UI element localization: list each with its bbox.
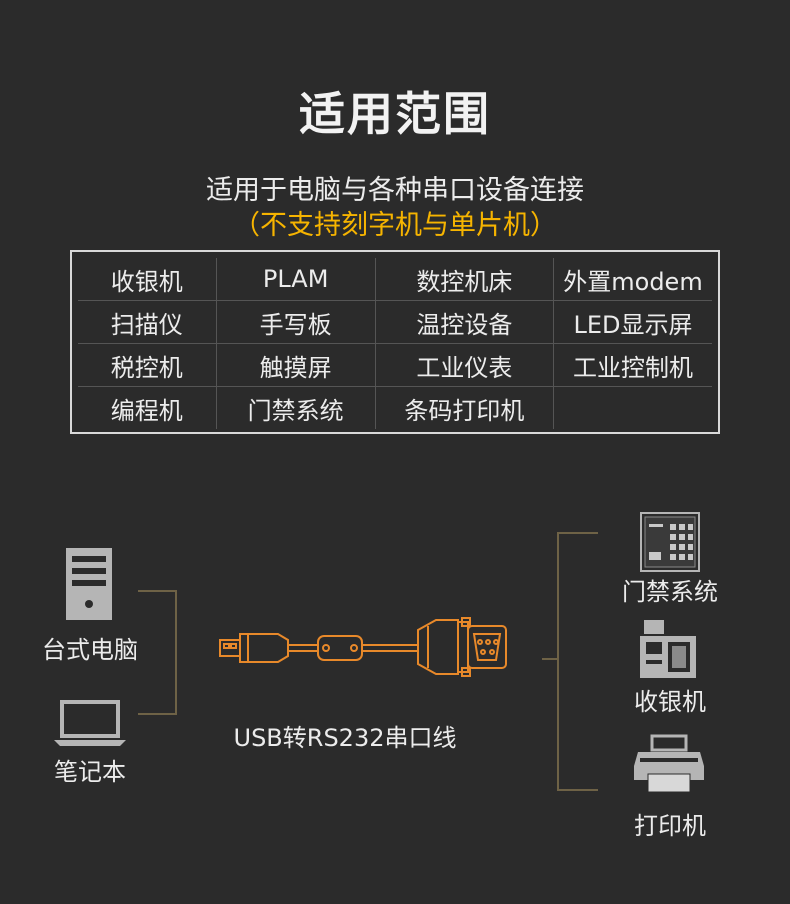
table-row: 税控机 触摸屏 工业仪表 工业控制机 <box>78 343 712 387</box>
table-row: 编程机 门禁系统 条码打印机 <box>78 386 713 430</box>
cash-register-label: 收银机 <box>634 688 706 716</box>
applications-grid: 收银机 PLAM 数控机床 外置modem 扫描仪 手写板 温控设备 LED显示… <box>78 258 712 429</box>
right-bracket-lines <box>542 532 598 791</box>
applications-table: 收银机 PLAM 数控机床 外置modem 扫描仪 手写板 温控设备 LED显示… <box>70 250 720 434</box>
table-cell: 门禁系统 <box>216 386 376 429</box>
laptop-icon <box>54 700 126 746</box>
table-cell: 税控机 <box>78 343 217 387</box>
table-cell: 工业控制机 <box>553 343 712 387</box>
subtitle: 适用于电脑与各种串口设备连接 <box>206 175 584 206</box>
table-cell <box>554 387 713 430</box>
table-cell: LED显示屏 <box>553 300 712 344</box>
laptop-label: 笔记本 <box>54 758 126 786</box>
table-cell: 工业仪表 <box>375 343 555 387</box>
table-row: 收银机 PLAM 数控机床 外置modem <box>78 258 712 301</box>
cable-label: USB转RS232串口线 <box>233 724 457 752</box>
table-cell: 收银机 <box>78 258 217 301</box>
table-cell: 条码打印机 <box>375 386 555 429</box>
desktop-label: 台式电脑 <box>42 636 138 664</box>
left-bracket-lines <box>138 590 177 715</box>
exclusion-note: （不支持刻字机与单片机） <box>233 210 557 241</box>
printer-icon <box>634 734 704 793</box>
access-keypad-icon <box>640 512 700 572</box>
table-cell: 外置modem <box>553 258 712 301</box>
usb-rs232-cable-icon <box>219 617 507 677</box>
table-cell: 手写板 <box>216 300 376 344</box>
table-row: 扫描仪 手写板 温控设备 LED显示屏 <box>78 300 712 344</box>
table-cell: 触摸屏 <box>216 343 376 387</box>
cash-register-icon <box>640 620 696 678</box>
table-cell: 温控设备 <box>375 300 555 344</box>
desktop-tower-icon <box>66 548 112 620</box>
printer-label: 打印机 <box>634 812 706 840</box>
table-cell: 数控机床 <box>375 258 555 301</box>
page-title: 适用范围 <box>299 87 491 141</box>
table-cell: PLAM <box>216 258 376 301</box>
table-cell: 扫描仪 <box>78 300 217 344</box>
access-control-label: 门禁系统 <box>622 578 718 606</box>
table-cell: 编程机 <box>78 386 217 429</box>
